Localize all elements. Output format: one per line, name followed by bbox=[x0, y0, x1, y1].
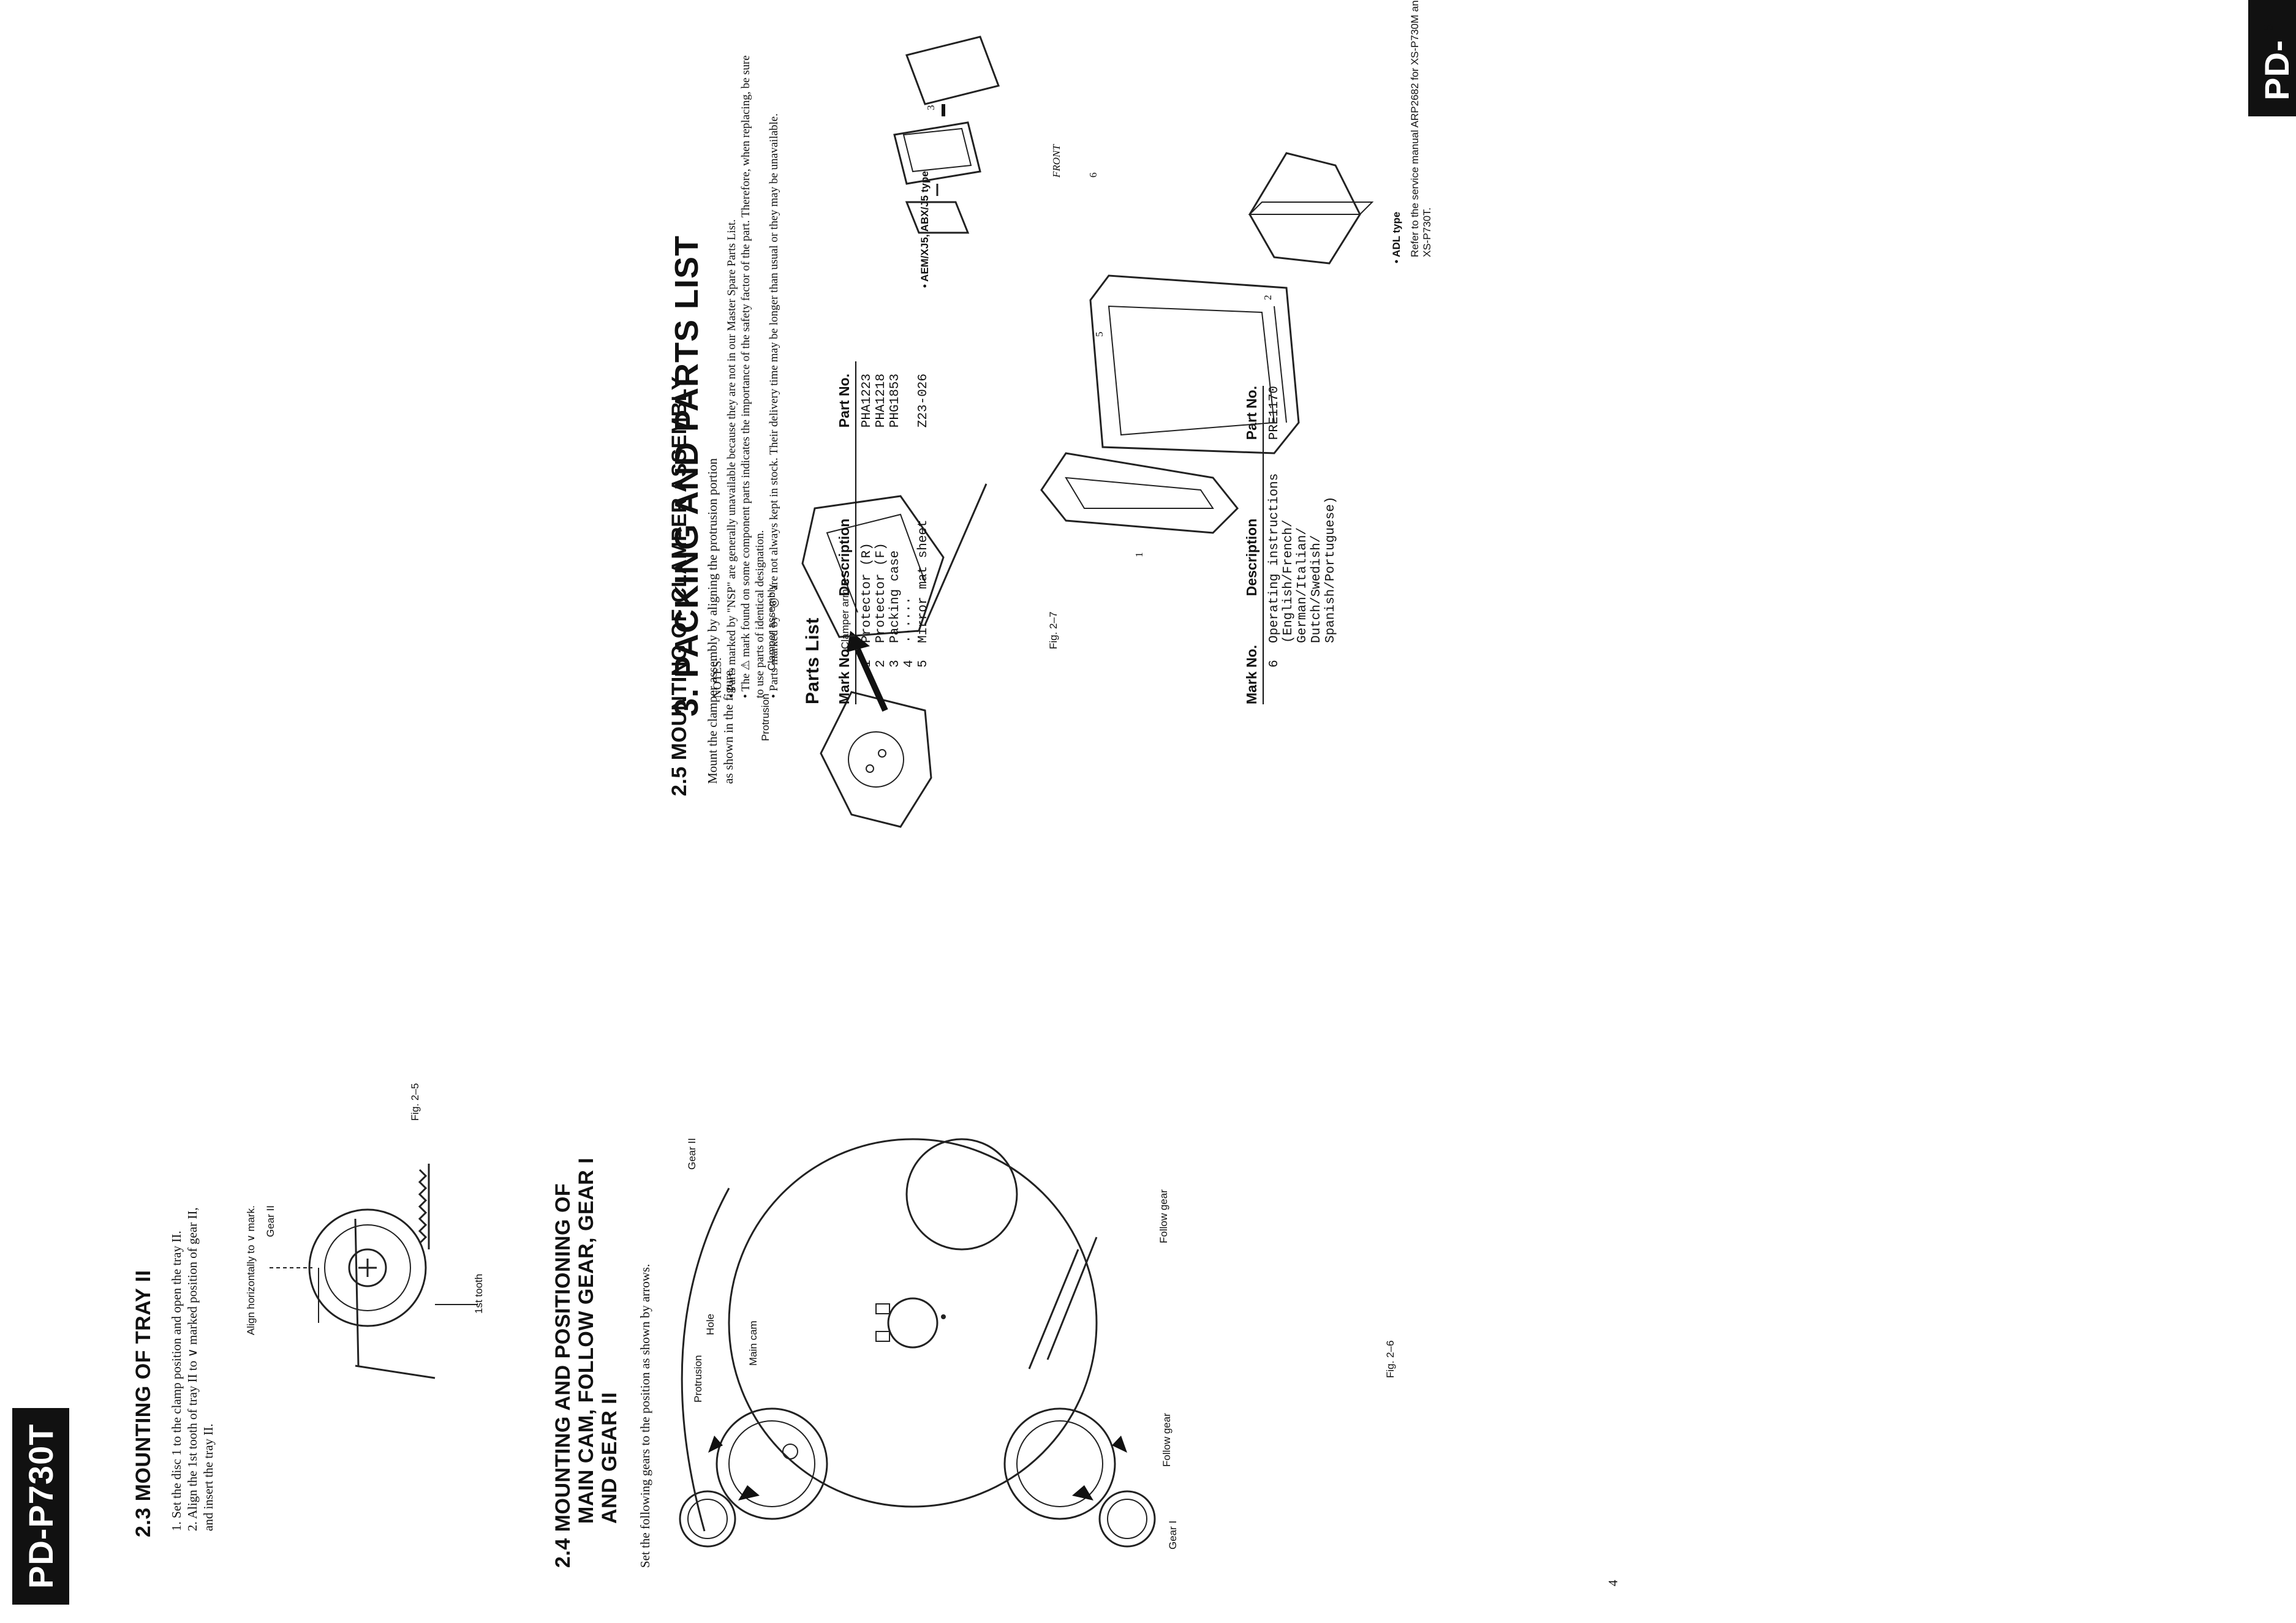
row-mark bbox=[860, 668, 874, 704]
model-badge-right: PD-P730T bbox=[2248, 0, 2296, 116]
title-line-3: AND GEAR II bbox=[598, 1391, 621, 1524]
model-badge-left: PD-P730T bbox=[12, 1407, 69, 1605]
packing-exploded-diagram bbox=[1040, 152, 1374, 534]
row-description: ······ bbox=[902, 597, 916, 643]
fig-2-5-gear-diagram bbox=[270, 1164, 478, 1379]
col-mark-2: Mark bbox=[1244, 671, 1259, 704]
row-description: Packing case bbox=[888, 550, 902, 643]
col-part-no: Part No. bbox=[836, 374, 852, 428]
title-line-1: 2.4 MOUNTING AND POSITIONING OF bbox=[551, 1183, 575, 1568]
first-tooth-label: 1st tooth bbox=[473, 1273, 485, 1314]
section-2-4-text: Set the following gears to the position … bbox=[638, 1263, 652, 1568]
step-2: 2. Align the 1st tooth of tray II to ∨ m… bbox=[185, 1207, 200, 1531]
adl-type-label: • ADL type bbox=[1391, 211, 1402, 263]
table-row: 5 Mirror mat sheet Z23-026 bbox=[916, 361, 931, 704]
aem-packing-diagram bbox=[893, 36, 1000, 234]
row-no: 1 bbox=[860, 660, 874, 668]
main-cam-label: Main cam bbox=[747, 1320, 759, 1366]
row-part-no: Z23-026 bbox=[916, 374, 931, 428]
row-mark bbox=[916, 668, 931, 704]
note-1: • Parts marked by "NSP" are generally un… bbox=[725, 219, 738, 698]
note-3: • Parts marked by "◎" are not always kep… bbox=[768, 113, 780, 698]
section-3-title: 3. PACKING AND PARTS LIST bbox=[668, 235, 705, 717]
protrusion-label-2: Protrusion bbox=[760, 693, 771, 741]
row-part-no: PHA1223 bbox=[860, 374, 874, 428]
row-part-no: PHA1218 bbox=[874, 374, 888, 428]
label-3: 3 bbox=[925, 105, 937, 111]
row-part-no: PHG1853 bbox=[888, 374, 902, 428]
row-no: 4 bbox=[902, 660, 916, 668]
table-row: 3 Packing case PHG1853 bbox=[888, 361, 902, 704]
protrusion-label: Protrusion bbox=[692, 1355, 704, 1403]
row-description: Protector (F) bbox=[874, 543, 888, 643]
follow-gear-left-label: Follow gear bbox=[1161, 1413, 1173, 1467]
fig-2-6-main-cam-diagram bbox=[679, 1138, 1156, 1548]
gear-ii-label: Gear II bbox=[265, 1205, 276, 1237]
notes: NOTES: • Parts marked by "NSP" are gener… bbox=[711, 0, 781, 698]
row-description: Mirror mat sheet bbox=[916, 519, 931, 643]
row-part-no bbox=[902, 374, 916, 459]
title-line-2: MAIN CAM, FOLLOW GEAR, GEAR I bbox=[575, 1157, 598, 1524]
fig-2-5-caption: Fig. 2–5 bbox=[409, 1083, 421, 1121]
section-2-3-steps: 1. Set the disc 1 to the clamp position … bbox=[168, 919, 216, 1531]
section-2-3-title: 2.3 MOUNTING OF TRAY II bbox=[132, 1270, 155, 1537]
step-2-cont: and insert the tray II. bbox=[201, 1423, 216, 1531]
parts-list-title: Parts List bbox=[802, 617, 823, 704]
adl-refer-text: Refer to the service manual ARP2682 for … bbox=[1409, 0, 1433, 257]
row-mark bbox=[902, 668, 916, 704]
step-1: 1. Set the disc 1 to the clamp position … bbox=[169, 1230, 184, 1531]
label-6: 6 bbox=[1087, 172, 1099, 178]
notes-label: NOTES: bbox=[711, 657, 724, 699]
row-no: 5 bbox=[916, 660, 931, 668]
label-1: 1 bbox=[1133, 552, 1145, 558]
table-row: 4 ······ bbox=[902, 361, 916, 704]
section-2-4-title: 2.4 MOUNTING AND POSITIONING OF MAIN CAM… bbox=[551, 1158, 621, 1568]
label-5: 5 bbox=[1093, 331, 1105, 337]
label-2: 2 bbox=[1262, 295, 1274, 301]
row-description: Protector (R) bbox=[860, 543, 874, 643]
gear-i-label: Gear I bbox=[1167, 1520, 1179, 1550]
follow-gear-right-label: Follow gear bbox=[1158, 1189, 1169, 1243]
row-no: 3 bbox=[888, 660, 902, 668]
table-row: 2 Protector (F) PHA1218 bbox=[874, 361, 888, 704]
table-rows-left: 1 Protector (R) PHA1223 2 Protector (F) PHA12… bbox=[856, 361, 931, 704]
note-2: • The ⚠ mark found on some component par… bbox=[739, 55, 752, 698]
gear-ii-label-2: Gear II bbox=[686, 1138, 698, 1170]
page-number-right: 5 bbox=[2261, 24, 2276, 31]
col-mark: Mark bbox=[836, 671, 852, 704]
fig-2-7-clamper-diagram bbox=[801, 483, 988, 828]
col-no: No. bbox=[836, 644, 852, 668]
row-mark bbox=[888, 668, 902, 704]
col-no-2: No. bbox=[1244, 644, 1259, 668]
front-label: FRONT bbox=[1051, 145, 1062, 178]
row-mark bbox=[874, 668, 888, 704]
fig-2-7-caption: Fig. 2–7 bbox=[1048, 611, 1059, 649]
refer-line-2: XS-P730T. bbox=[1421, 207, 1433, 257]
align-label: Align horizontally to ∨ mark. bbox=[245, 1205, 257, 1335]
refer-line-1: Refer to the service manual ARP2682 for … bbox=[1409, 0, 1421, 257]
hole-label: Hole bbox=[704, 1314, 716, 1335]
table-row: 1 Protector (R) PHA1223 bbox=[860, 361, 874, 704]
col-description: Description bbox=[836, 518, 852, 597]
row-6-no: 6 bbox=[1267, 660, 1282, 668]
parts-table-left: Mark No. Description Part No. 1 Protector… bbox=[836, 361, 931, 704]
row-no: 2 bbox=[874, 660, 888, 668]
note-2-cont: to use parts of identical designation. bbox=[753, 530, 766, 698]
table-header-left: Mark No. Description Part No. bbox=[836, 361, 856, 704]
fig-2-6-caption: Fig. 2–6 bbox=[1384, 1340, 1396, 1378]
page-number-left: 4 bbox=[1606, 1580, 1620, 1587]
